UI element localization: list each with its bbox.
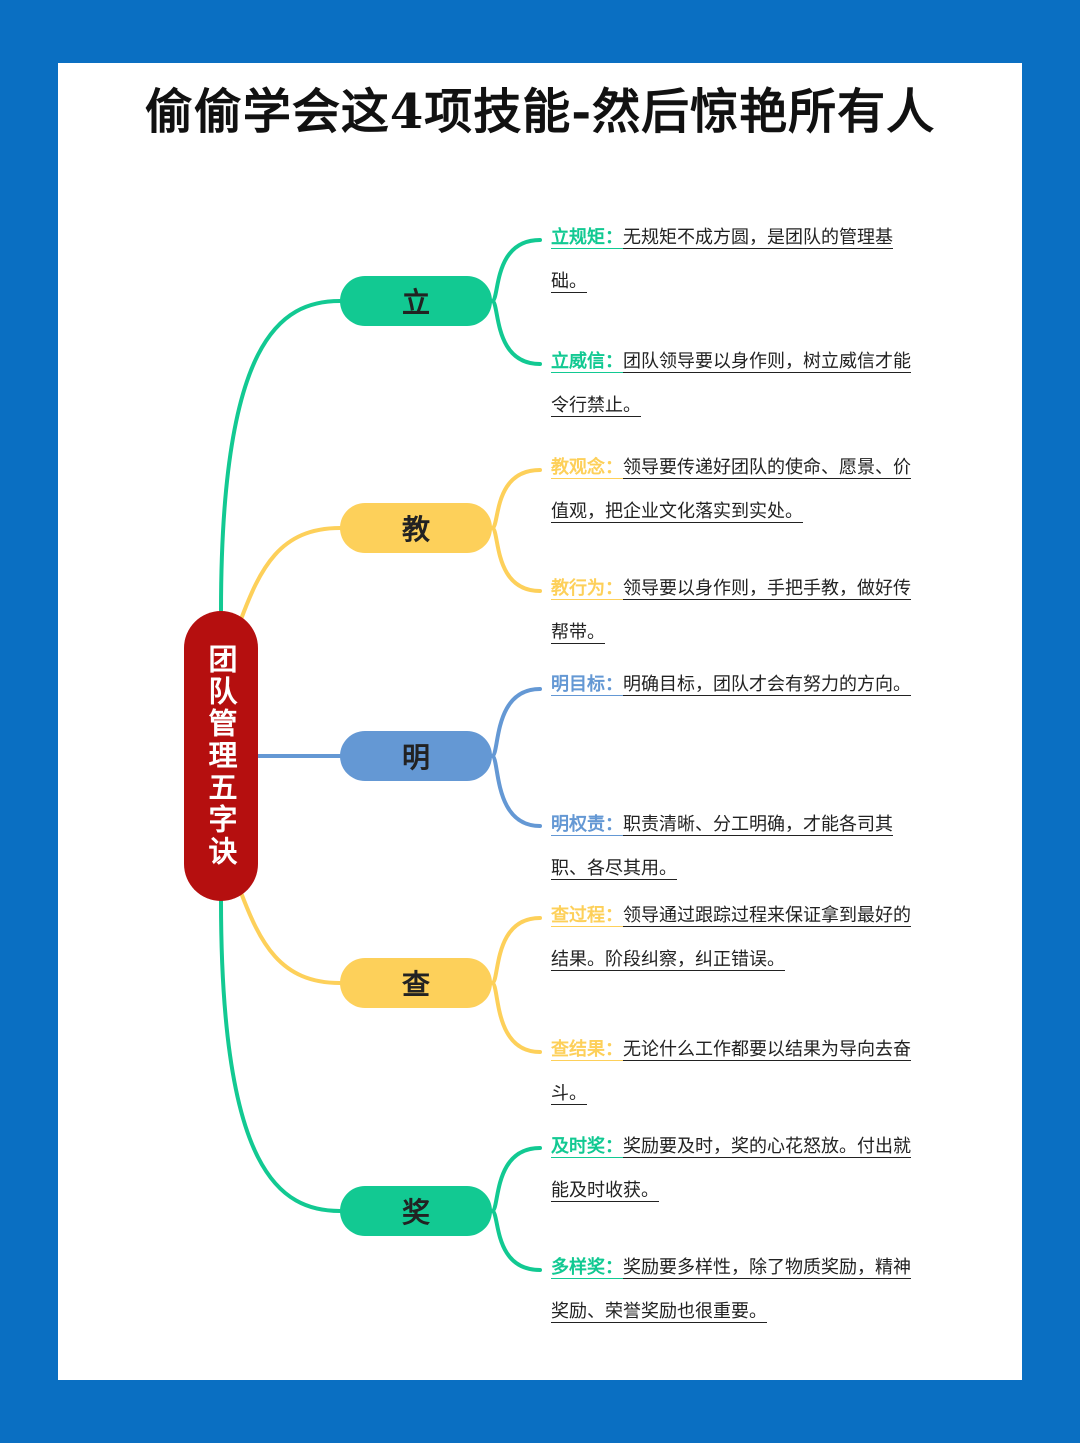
leaf-cha-guocheng: 查过程：领导通过跟踪过程来保证拿到最好的结果。阶段纠察，纠正错误。 [551, 894, 926, 982]
leaf-label: 教行为： [551, 578, 623, 599]
connector-root-to-0 [219, 299, 342, 613]
connector-node-2-leaf-0 [490, 687, 542, 758]
leaf-label: 明目标： [551, 674, 623, 695]
connector-node-4-leaf-0 [490, 1146, 542, 1213]
branch-node-li: 立 [340, 276, 492, 326]
leaf-ming-quanze: 明权责：职责清晰、分工明确，才能各司其职、各尽其用。 [551, 803, 926, 891]
connector-node-1-leaf-0 [490, 468, 542, 530]
leaf-text: 奖励要及时，奖的心花怒放。付出就能及时收获。 [551, 1136, 911, 1201]
branch-label: 奖 [401, 1196, 430, 1229]
connector-node-3-leaf-1 [490, 981, 542, 1054]
leaf-cha-jieguo: 查结果：无论什么工作都要以结果为导向去奋斗。 [551, 1028, 926, 1116]
branch-node-cha: 查 [340, 958, 492, 1008]
leaf-jiao-guannian: 教观念：领导要传递好团队的使命、愿景、价值观，把企业文化落实到实处。 [551, 446, 926, 534]
leaf-label: 教观念： [551, 457, 623, 478]
leaf-text: 团队领导要以身作则，树立威信才能令行禁止。 [551, 351, 911, 416]
leaf-text: 无规矩不成方圆，是团队的管理基础。 [551, 227, 893, 292]
leaf-label: 及时奖： [551, 1136, 623, 1157]
connector-node-4-leaf-1 [490, 1209, 542, 1272]
leaf-text: 明确目标，团队才会有努力的方向。 [623, 674, 911, 695]
leaf-label: 多样奖： [551, 1257, 623, 1278]
leaf-jiao-xingwei: 教行为：领导要以身作则，手把手教，做好传帮带。 [551, 567, 926, 655]
connector-node-3-leaf-0 [490, 916, 542, 985]
branch-node-ming: 明 [340, 731, 492, 781]
connector-node-2-leaf-1 [490, 754, 542, 828]
branch-node-jiao: 教 [340, 503, 492, 553]
leaf-text: 领导要传递好团队的使命、愿景、价值观，把企业文化落实到实处。 [551, 457, 911, 522]
leaf-text: 无论什么工作都要以结果为导向去奋斗。 [551, 1039, 911, 1104]
connector-root-to-3 [238, 888, 342, 985]
leaf-jiang-duoyang: 多样奖：奖励要多样性，除了物质奖励，精神奖励、荣誉奖励也很重要。 [551, 1246, 926, 1334]
leaf-label: 立规矩： [551, 227, 623, 248]
leaf-jiang-jishi: 及时奖：奖励要及时，奖的心花怒放。付出就能及时收获。 [551, 1125, 926, 1213]
leaf-text: 职责清晰、分工明确，才能各司其职、各尽其用。 [551, 814, 893, 879]
branch-label: 明 [401, 741, 430, 774]
connector-root-to-4 [219, 899, 342, 1213]
connector-root-to-1 [238, 526, 342, 624]
root-node: 团队管理五字诀 [184, 611, 258, 901]
branch-label: 教 [401, 513, 430, 546]
leaf-ming-mubiao: 明目标：明确目标，团队才会有努力的方向。 [551, 663, 926, 707]
root-node-label: 团队管理五字诀 [204, 644, 238, 868]
leaf-label: 明权责： [551, 814, 623, 835]
connector-node-1-leaf-1 [490, 526, 542, 593]
branch-label: 查 [401, 968, 430, 1001]
leaf-li-weixin: 立威信：团队领导要以身作则，树立威信才能令行禁止。 [551, 340, 926, 428]
leaf-text: 奖励要多样性，除了物质奖励，精神奖励、荣誉奖励也很重要。 [551, 1257, 911, 1322]
leaf-label: 查过程： [551, 905, 623, 926]
leaf-text: 领导通过跟踪过程来保证拿到最好的结果。阶段纠察，纠正错误。 [551, 905, 911, 970]
connector-node-0-leaf-0 [490, 238, 542, 303]
leaf-label: 立威信： [551, 351, 623, 372]
leaf-label: 查结果： [551, 1039, 623, 1060]
branch-label: 立 [401, 286, 430, 319]
branch-node-jiang: 奖 [340, 1186, 492, 1236]
page-title: 偷偷学会这4项技能-然后惊艳所有人 [144, 84, 936, 140]
connector-node-0-leaf-1 [490, 299, 542, 366]
leaf-text: 领导要以身作则，手把手教，做好传帮带。 [551, 578, 911, 643]
leaf-li-guiju: 立规矩：无规矩不成方圆，是团队的管理基础。 [551, 216, 926, 304]
